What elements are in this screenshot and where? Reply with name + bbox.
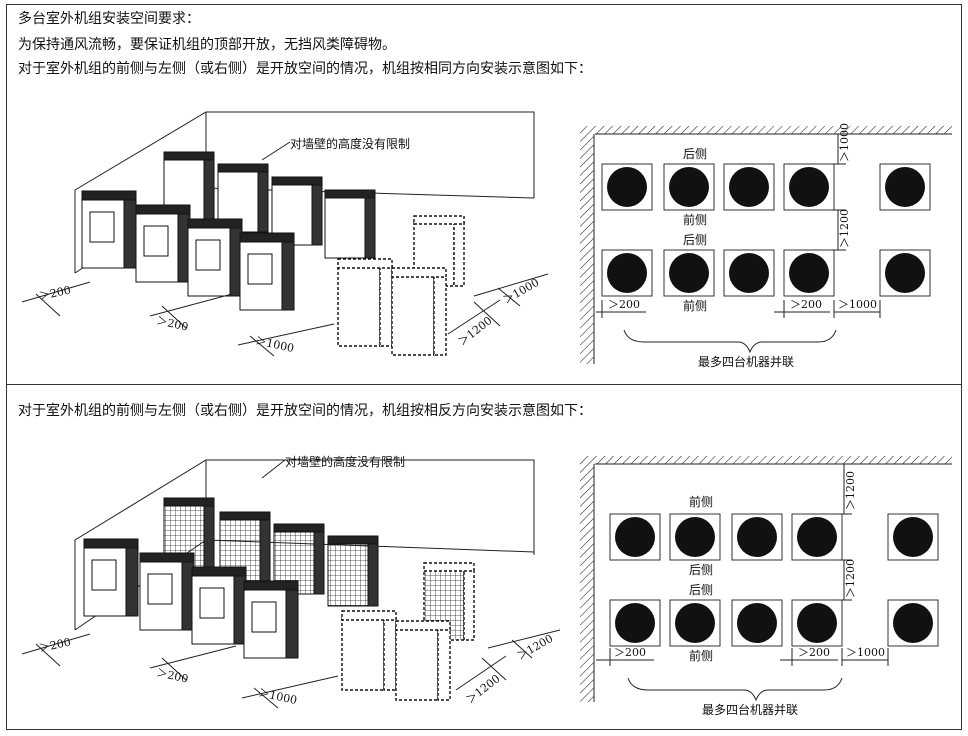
plan-unit [663,249,715,297]
plan-unit [731,513,783,561]
plan-unit [791,513,843,561]
wall-note-2: 对墙壁的高度没有限制 [285,454,405,469]
plan-unit [669,599,721,647]
plan-unit [723,163,775,211]
plan-unit [609,599,661,647]
iso1-dim-left: ＞200 [38,284,72,303]
plan-unit [731,599,783,647]
section2-line: 对于室外机组的前侧与左侧（或右侧）是开放空间的情况，机组按相反方向安装示意图如下… [18,403,592,419]
plan1-dim-top: ＞1000 [838,123,851,162]
iso-diagram-2: 对墙壁的高度没有限制 ＞200 ＞200 ＞10 [21,454,561,709]
plan-unit-spare [879,249,931,297]
plan2-dim-top: ＞1200 [844,471,857,510]
iso2-dim-side: ＞1200 [464,672,503,706]
iso-unit [243,580,299,659]
plan-unit [783,163,835,211]
iso-units-front-row-2 [83,538,299,659]
plan1-row2-units [601,249,931,297]
iso1-dim-front: ＞1000 [254,334,295,355]
iso1-dim-mid: ＞200 [155,314,189,333]
plan-diagram-1: 后侧 前侧 后侧 前侧 ＞1000 ＞1200 ＞200 ＞200 ＞1000 … [580,123,952,369]
plan-unit [791,599,843,647]
plan1-front-label-row2: 前侧 [683,298,707,313]
plan1-rear-label-row2: 后侧 [683,233,707,247]
plan2-bracket-label: 最多四台机器并联 [702,702,798,717]
iso-unit-dashed [341,610,397,691]
iso2-dim-left: ＞200 [38,636,72,655]
plan1-dim-left: ＞200 [608,298,640,311]
iso-unit [239,232,295,311]
plan2-dim-gap: ＞200 [798,646,830,659]
iso-unit [83,538,139,617]
plan-unit [669,513,721,561]
iso-units-dashed-1 [337,215,465,356]
iso-unit [135,204,191,283]
plan1-dim-gap: ＞200 [790,298,822,311]
iso-unit-dashed [337,258,393,347]
iso-unit [187,218,243,297]
plan2-front-label-row1: 前侧 [689,494,713,509]
iso-unit-dashed [391,267,447,356]
iso-diagram-1: 对墙壁的高度没有限制 ＞200 [21,111,549,357]
plan1-rear-label: 后侧 [683,147,707,161]
iso-unit-grill [327,535,379,607]
iso-unit [81,190,137,269]
wall-note-1: 对墙壁的高度没有限制 [290,136,410,151]
iso-units-front-row-1 [81,190,295,311]
plan2-rear-label-row1: 后侧 [689,563,713,577]
plan-unit-spare [887,513,939,561]
plan-unit-spare [887,599,939,647]
plan2-rear-label-row2: 后侧 [689,583,713,597]
plan-diagram-2: 前侧 后侧 后侧 前侧 ＞1200 ＞1200 ＞200 ＞200 ＞1000 … [580,456,952,717]
plan2-row2-units [609,599,939,647]
iso2-dim-mid: ＞200 [155,666,189,685]
plan-unit-spare [879,163,931,211]
plan2-row1-units [609,513,939,561]
plan2-dim-left: ＞200 [614,646,646,659]
iso1-dim-right: ＞1000 [501,276,541,307]
plan-unit [609,513,661,561]
iso2-dim-front: ＞1000 [257,686,298,707]
iso-units-dashed-2 [341,562,475,701]
section1-heading: 多台室外机组安装空间要求： [18,11,200,27]
iso-unit [191,566,247,645]
section-divider [6,384,962,385]
plan-unit [663,163,715,211]
plan1-row1-units [601,163,931,211]
iso1-dim-side: ＞1200 [456,314,495,348]
plan-unit [723,249,775,297]
figure-frame [6,4,962,730]
iso-unit [324,189,376,259]
plan-unit [783,249,835,297]
plan1-dim-between: ＞1200 [838,209,851,248]
plan2-dim-between: ＞1200 [844,559,857,598]
plan-unit [601,163,653,211]
section1-line2: 对于室外机组的前侧与左侧（或右侧）是开放空间的情况，机组按相同方向安装示意图如下… [18,61,592,77]
plan1-bracket-label: 最多四台机器并联 [698,354,794,369]
plan1-dim-right: ＞1000 [838,298,877,311]
plan2-dim-right: ＞1000 [846,646,885,659]
plan1-front-label-row1: 前侧 [683,212,707,227]
iso-unit [139,552,195,631]
section1-line1: 为保持通风流畅，要保证机组的顶部开放，无挡风类障碍物。 [18,37,396,53]
plan2-front-label-row2: 前侧 [689,648,713,663]
plan-unit [601,249,653,297]
iso-unit-dashed [395,620,451,701]
